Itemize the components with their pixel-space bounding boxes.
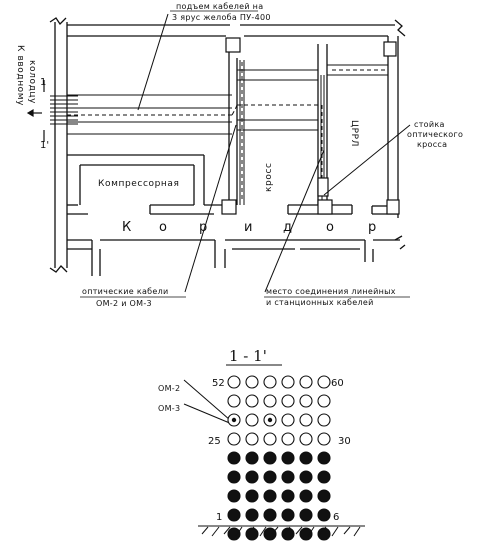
free-duct [263, 375, 277, 389]
compressor-room-label: Компрессорная [98, 179, 180, 189]
occupied-duct [317, 527, 331, 541]
occupied-duct [299, 470, 313, 484]
occupied-duct [299, 451, 313, 465]
occupied-duct [245, 508, 259, 522]
occupied-duct [317, 470, 331, 484]
structural-columns [221, 37, 400, 215]
corridor-letter: р [199, 220, 207, 235]
occupied-duct [317, 451, 331, 465]
num-6: 6 [333, 512, 339, 523]
free-duct [299, 394, 313, 408]
occupied-duct [317, 508, 331, 522]
num-60: 60 [331, 378, 344, 389]
occupied-duct [245, 451, 259, 465]
free-duct [281, 375, 295, 389]
free-duct [281, 413, 295, 427]
corridor-letter: р [368, 220, 376, 235]
to-manhole-line1: К вводному [15, 45, 25, 106]
occupied-duct [281, 508, 295, 522]
num-1: 1 [216, 512, 222, 523]
duct-grid [227, 375, 331, 541]
num-52: 52 [212, 378, 225, 389]
section-mark-bottom: 1' [40, 140, 49, 151]
occupied-duct [299, 508, 313, 522]
direction-arrow [26, 108, 42, 118]
num-25: 25 [208, 436, 221, 447]
free-duct [317, 375, 331, 389]
optical-rack-label-line2: оптического [407, 130, 463, 139]
cable-tray [67, 60, 388, 205]
corridor-letter: и [244, 220, 252, 235]
free-duct [317, 432, 331, 446]
free-duct [281, 432, 295, 446]
junction-label-line1: место соединения линейных [266, 287, 396, 296]
corridor-letter: о [326, 220, 334, 235]
occupied-duct [299, 527, 313, 541]
occupied-duct [281, 451, 295, 465]
free-duct [227, 394, 241, 408]
corridor-letter: К [122, 220, 131, 235]
free-duct [299, 432, 313, 446]
free-duct [317, 413, 331, 427]
occupied-duct [227, 451, 241, 465]
free-duct [263, 432, 277, 446]
occupied-duct [281, 489, 295, 503]
free-duct [245, 432, 259, 446]
occupied-duct [227, 508, 241, 522]
occupied-duct [263, 489, 277, 503]
om3-label: ОМ-3 [158, 404, 180, 413]
free-duct [245, 394, 259, 408]
cable-rise-label-line1: подъем кабелей на [176, 2, 263, 11]
occupied-duct [227, 527, 241, 541]
section-title: 1 - 1' [229, 347, 267, 365]
free-duct [281, 394, 295, 408]
junction-label-line2: и станционных кабелей [266, 298, 374, 307]
corridor-label: К о р и д о р [122, 220, 376, 235]
optical-cables-label-line1: оптические кабели [82, 287, 169, 296]
corridor-letter: д [283, 220, 292, 235]
occupied-duct [263, 470, 277, 484]
occupied-duct [227, 470, 241, 484]
cross-label: кросс [264, 162, 274, 192]
occupied-duct [245, 470, 259, 484]
crrl-label: ЦРРЛ [349, 120, 359, 147]
occupied-duct [299, 489, 313, 503]
occupied-duct [281, 470, 295, 484]
optical-cables-label-line2: ОМ-2 и ОМ-3 [96, 299, 152, 308]
free-duct [299, 413, 313, 427]
free-duct [245, 375, 259, 389]
occupied-duct [245, 527, 259, 541]
optical-cable-dot [231, 417, 237, 423]
num-30: 30 [338, 436, 351, 447]
optical-rack-label-line3: кросса [417, 140, 447, 149]
optical-rack-label-line1: стойка [414, 120, 445, 129]
occupied-duct [263, 527, 277, 541]
occupied-duct [281, 527, 295, 541]
optical-cable-dot [267, 417, 273, 423]
cable-rise-label-line2: 3 ярус желоба ПУ-400 [172, 13, 271, 22]
cable-entry-hatch [50, 95, 78, 125]
corridor-letter: о [159, 220, 167, 235]
ground-hatching [198, 525, 365, 537]
section-mark-top: 1 [40, 77, 46, 88]
free-duct [227, 432, 241, 446]
free-duct [263, 394, 277, 408]
free-duct [245, 413, 259, 427]
occupied-duct [227, 489, 241, 503]
occupied-duct [245, 489, 259, 503]
occupied-duct [263, 451, 277, 465]
free-duct [227, 375, 241, 389]
occupied-duct [263, 508, 277, 522]
optical-cross-rack [317, 177, 329, 197]
free-duct [299, 375, 313, 389]
leader-lines [137, 13, 411, 425]
om2-label: ОМ-2 [158, 384, 180, 393]
occupied-duct [317, 489, 331, 503]
free-duct [317, 394, 331, 408]
to-manhole-line2: колодцу [27, 60, 37, 104]
